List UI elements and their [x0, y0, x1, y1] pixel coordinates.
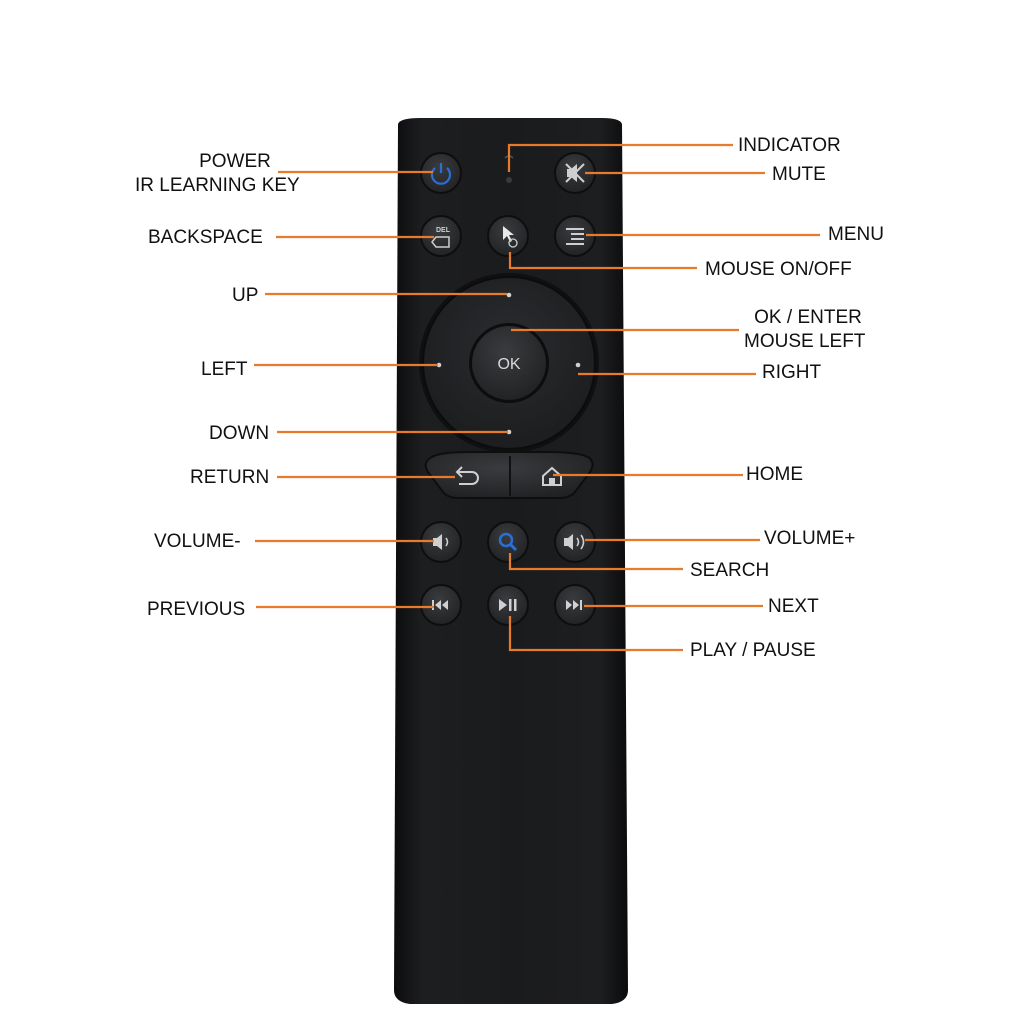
label-volume-minus: VOLUME-: [154, 531, 241, 552]
label-ir-learning-key: IR LEARNING KEY: [135, 175, 300, 196]
volume-down-icon: [433, 534, 449, 550]
callout-line-indicator: [507, 143, 733, 172]
label-left: LEFT: [201, 359, 248, 380]
del-icon: DEL: [431, 227, 451, 248]
search-icon: [498, 532, 518, 552]
mute-button[interactable]: [554, 152, 596, 194]
label-return: RETURN: [190, 467, 270, 488]
dpad-down-dot[interactable]: [506, 429, 512, 435]
callout-line-play-pause: [508, 616, 683, 652]
volume-up-icon: [564, 534, 585, 550]
home-icon: [542, 466, 562, 486]
label-indicator: INDICATOR: [738, 135, 841, 156]
menu-button[interactable]: [554, 215, 596, 257]
label-menu: MENU: [828, 224, 884, 245]
dpad-left-dot[interactable]: [436, 362, 442, 368]
label-power: POWER: [199, 151, 271, 172]
play-pause-button[interactable]: [487, 584, 529, 626]
callout-line-mouse: [508, 252, 697, 270]
label-up: UP: [232, 285, 259, 306]
mute-icon: [565, 163, 585, 183]
label-volume-plus: VOLUME+: [764, 528, 856, 549]
menu-icon: [566, 228, 584, 245]
return-button[interactable]: [455, 466, 479, 485]
label-home: HOME: [746, 464, 803, 485]
previous-button[interactable]: [420, 584, 462, 626]
label-search: SEARCH: [690, 560, 770, 581]
label-backspace: BACKSPACE: [148, 227, 263, 248]
callout-line-search: [508, 553, 683, 571]
return-home-rocker: [424, 451, 594, 499]
mouse-cursor-icon: [503, 226, 518, 248]
label-right: RIGHT: [762, 362, 822, 383]
label-next: NEXT: [768, 596, 819, 617]
mouse-toggle-button[interactable]: [487, 215, 529, 257]
label-play-pause: PLAY / PAUSE: [690, 640, 816, 661]
next-icon: [566, 600, 582, 610]
ok-label: OK: [497, 356, 520, 373]
dpad-right-dot[interactable]: [575, 362, 581, 368]
label-previous: PREVIOUS: [147, 599, 246, 620]
play-pause-icon: [499, 599, 517, 611]
search-button[interactable]: [487, 521, 529, 563]
label-mouse-on-off: MOUSE ON/OFF: [705, 259, 852, 280]
label-mute: MUTE: [772, 164, 826, 185]
ok-button[interactable]: OK: [469, 323, 549, 403]
label-down: DOWN: [209, 423, 270, 444]
backspace-button[interactable]: DEL: [420, 215, 462, 257]
dpad-up-dot[interactable]: [506, 292, 512, 298]
previous-icon: [432, 600, 448, 610]
label-mouse-left: MOUSE LEFT: [744, 331, 866, 352]
home-button[interactable]: [542, 466, 562, 486]
volume-up-button[interactable]: [554, 521, 596, 563]
del-text: DEL: [436, 227, 451, 234]
callout-lines: [254, 143, 820, 652]
return-icon: [455, 466, 479, 485]
label-ok-enter: OK / ENTER: [754, 307, 862, 328]
